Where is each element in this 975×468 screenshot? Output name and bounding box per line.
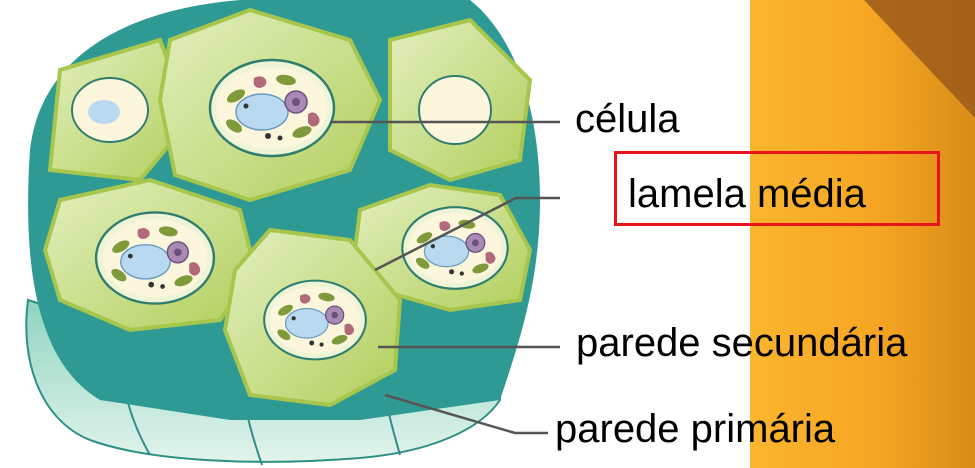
label-parede-secundaria: parede secundária [576, 320, 907, 366]
cell-top-center [160, 10, 380, 200]
label-lamela-media: lamela média [628, 171, 866, 217]
label-celula: célula [575, 96, 680, 142]
cell-top-right [390, 20, 530, 180]
cell-mid-left [45, 180, 255, 330]
label-parede-primaria: parede primária [555, 406, 835, 452]
